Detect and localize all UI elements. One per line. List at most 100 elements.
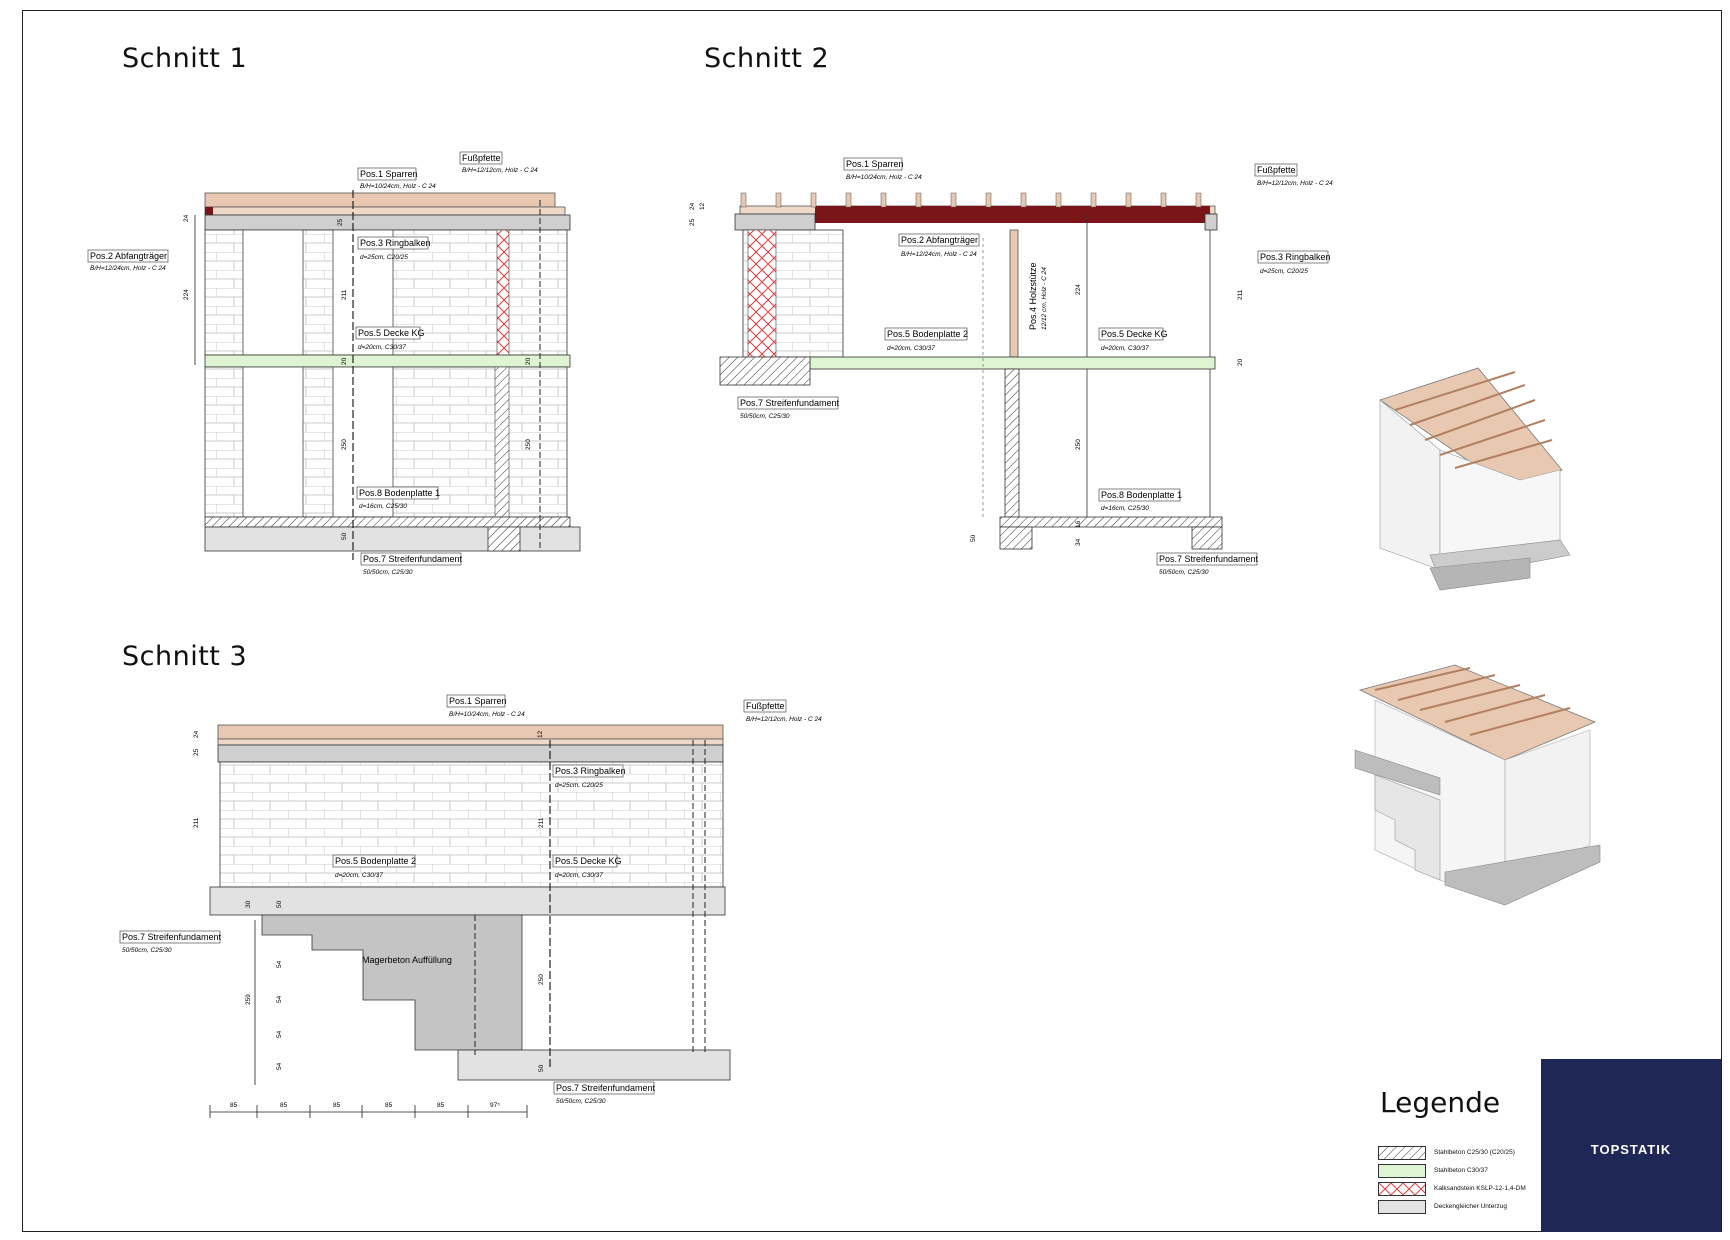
s3-ring-label: Pos.3 Ringbalken xyxy=(555,766,626,776)
s2-abfangtraeger xyxy=(815,206,1210,223)
schnitt-2-heading: Schnitt 2 xyxy=(704,43,830,74)
s2-streifen-b-label: Pos.7 Streifenfundament xyxy=(1159,554,1259,564)
s1-abfang-sub: B/H=12/24cm, Holz - C 24 xyxy=(90,265,166,272)
s2-decke xyxy=(809,356,1216,370)
legend-item-unterzug: Deckengleicher Unterzug xyxy=(1378,1200,1578,1216)
s1-concrete-col xyxy=(494,366,510,518)
s1-bodenplatte xyxy=(204,516,571,528)
s3-fusspfette-label: Fußpfette xyxy=(746,701,785,711)
s2-kalksandstein xyxy=(747,229,777,358)
s3-dim-24: 24 xyxy=(193,730,200,738)
s1-decke-kg xyxy=(204,354,571,368)
s2-streifen-b-left xyxy=(999,526,1033,550)
schnitt-1-heading: Schnitt 1 xyxy=(122,43,248,74)
s3-dim-25: 25 xyxy=(193,748,200,756)
s3-dim-54a: 54 xyxy=(276,960,283,968)
s2-dim-34: 34 xyxy=(1075,538,1082,546)
s2-dim-250: 250 xyxy=(1075,439,1082,450)
s3-bottom-dim-5: 85 xyxy=(437,1102,445,1109)
s2-streifen-a xyxy=(719,356,811,386)
legend-swatch-hatch xyxy=(1378,1146,1426,1160)
s2-sparren-label: Pos.1 Sparren xyxy=(846,159,904,169)
isometric-view-1 xyxy=(1379,367,1571,591)
s1-sparren-sub: B/H=10/24cm, Holz - C 24 xyxy=(360,183,436,190)
s3-fundament xyxy=(457,1049,731,1081)
s3-streifen-b-sub: 50/50cm, C25/30 xyxy=(556,1098,606,1105)
s2-streifen-b-sub: 50/50cm, C25/30 xyxy=(1159,569,1209,576)
s2-sparren-sub: B/H=10/24cm, Holz - C 24 xyxy=(846,174,922,181)
s1-abfangtraeger xyxy=(205,207,213,222)
s2-boden-sub: d=16cm, C25/30 xyxy=(1101,505,1149,512)
s1-dim-250a: 250 xyxy=(341,439,348,450)
legend-swatch-green xyxy=(1378,1164,1426,1178)
s3-sparren-sub: B/H=10/24cm, Holz - C 24 xyxy=(449,711,525,718)
s1-dim-20a: 20 xyxy=(341,357,348,365)
s3-dim-30: 30 xyxy=(245,900,252,908)
s3-bottom-dim-3: 85 xyxy=(333,1102,341,1109)
s2-dim-211: 211 xyxy=(1237,289,1244,300)
s3-streifen-a-label: Pos.7 Streifenfundament xyxy=(122,932,222,942)
s2-rafters xyxy=(740,192,1202,208)
s2-boden-label: Pos.8 Bodenplatte 1 xyxy=(1101,490,1182,500)
s1-roof-timber xyxy=(204,192,556,208)
s3-dim-12: 12 xyxy=(537,730,544,738)
s1-streifen-label: Pos.7 Streifenfundament xyxy=(363,554,463,564)
s2-abfang-sub: B/H=12/24cm, Holz - C 24 xyxy=(901,251,977,258)
s3-bottom-dim-2: 85 xyxy=(280,1102,288,1109)
s2-fusspfette-label: Fußpfette xyxy=(1257,165,1296,175)
s2-ring-sub: d=25cm, C20/25 xyxy=(1260,268,1308,275)
s2-ringbalken-right xyxy=(1204,213,1218,231)
s3-dim-54d: 54 xyxy=(276,1062,283,1070)
legend-item-kalksandstein: Kalksandstein KSLP-12-1,4-DM xyxy=(1378,1182,1578,1198)
s3-decke-label: Pos.5 Decke KG xyxy=(555,856,622,866)
s2-dim-12: 12 xyxy=(699,202,706,210)
s1-dim-20b: 20 xyxy=(525,357,532,365)
s2-dim-224: 224 xyxy=(1075,284,1082,295)
s2-decke-sub: d=20cm, C30/37 xyxy=(1101,345,1149,352)
topstatik-logo: TOPSTATIK xyxy=(1541,1059,1721,1232)
s3-sparren-label: Pos.1 Sparren xyxy=(449,696,507,706)
s1-fundament xyxy=(204,526,581,552)
s1-sparren-label: Pos.1 Sparren xyxy=(360,169,418,179)
s1-opening-1 xyxy=(242,229,304,356)
s1-abfang-label: Pos.2 Abfangträger xyxy=(90,251,167,261)
s3-ring-sub: d=25cm, C20/25 xyxy=(555,782,603,789)
s3-dim-50b: 50 xyxy=(538,1064,545,1072)
legend-item-stahlbeton: Stahlbeton C25/30 (C20/25) xyxy=(1378,1146,1578,1162)
s3-wall xyxy=(219,761,724,888)
s2-dim-20: 20 xyxy=(1237,358,1244,366)
s3-bottom-dim-4: 85 xyxy=(385,1102,393,1109)
s2-streifen-a-sub: 50/50cm, C25/30 xyxy=(740,413,790,420)
s3-dim-211b: 211 xyxy=(538,817,545,828)
s1-ringbalken xyxy=(204,214,571,231)
s1-boden-label: Pos.8 Bodenplatte 1 xyxy=(359,488,440,498)
drawing-frame xyxy=(22,10,1722,1232)
isometric-view-2 xyxy=(1354,664,1601,906)
s1-decke-sub: d=20cm, C30/37 xyxy=(358,344,406,351)
s1-ring-label: Pos.3 Ringbalken xyxy=(360,238,431,248)
s2-fusspfette-sub: B/H=12/12cm, Holz - C 24 xyxy=(1257,180,1333,187)
s2-dim-50: 50 xyxy=(970,534,977,542)
s3-dim-259: 259 xyxy=(245,994,252,1005)
s3-boden2-sub: d=20cm, C30/37 xyxy=(335,872,383,879)
legend-swatch-grey xyxy=(1378,1200,1426,1214)
s1-fusspfette-sub: B/H=12/12cm, Holz - C 24 xyxy=(462,167,538,174)
s2-boden2-label: Pos.5 Bodenplatte 2 xyxy=(887,329,968,339)
s3-dim-54b: 54 xyxy=(276,995,283,1003)
s3-dim-54c: 54 xyxy=(276,1030,283,1038)
s1-dim-224: 224 xyxy=(183,289,190,300)
s1-fusspfette-label: Fußpfette xyxy=(462,153,501,163)
s3-magerbeton xyxy=(261,914,523,1051)
s2-dim-24: 24 xyxy=(689,202,696,210)
s2-holz-sub: 12/12 cm, Holz - C 24 xyxy=(1041,267,1048,330)
s3-boden2-label: Pos.5 Bodenplatte 2 xyxy=(335,856,416,866)
s1-dim-250b: 250 xyxy=(525,439,532,450)
s3-decke-sub: d=20cm, C30/37 xyxy=(555,872,603,879)
s3-roof-layer xyxy=(217,738,724,746)
s2-streifen-b-right xyxy=(1191,526,1223,550)
s2-dim-25: 25 xyxy=(689,218,696,226)
s2-holzstuetze xyxy=(1009,229,1019,358)
s3-dim-50a: 50 xyxy=(276,900,283,908)
legend-item-c3037: Stahlbeton C30/37 xyxy=(1378,1164,1578,1180)
